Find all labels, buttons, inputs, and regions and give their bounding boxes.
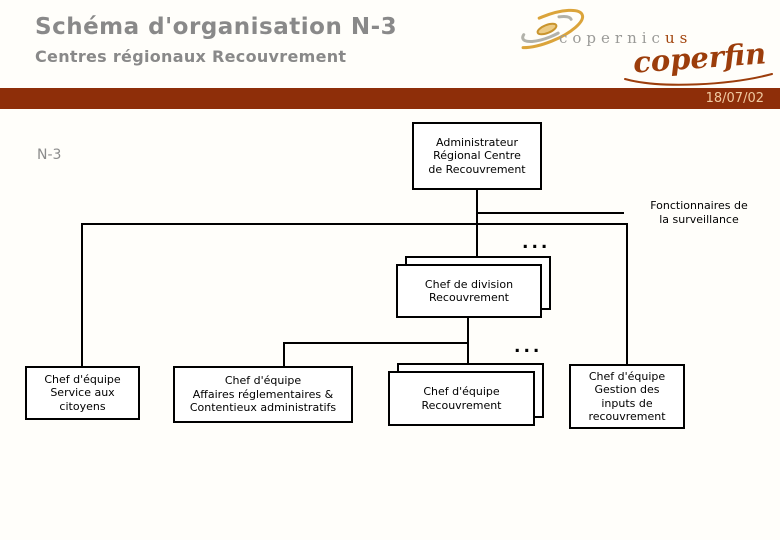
level-label: N-3 xyxy=(37,147,62,163)
connector-right-drop xyxy=(626,223,628,365)
org-node-team-citoyens: Chef d'équipe Service aux citoyens xyxy=(25,366,140,420)
connector-division-drop xyxy=(467,317,469,372)
label-line: la surveillance xyxy=(659,213,739,226)
galaxy-swirl-icon xyxy=(509,8,585,50)
node-line: de Recouvrement xyxy=(428,162,526,176)
node-line: Chef d'équipe xyxy=(44,372,121,386)
copernicus-coperfin-logo: copernicus coperfin xyxy=(495,3,780,87)
node-line: citoyens xyxy=(59,399,106,413)
connector-sub-horizontal xyxy=(283,342,468,344)
node-line: Contentieux administratifs xyxy=(189,401,337,415)
node-line: recouvrement xyxy=(588,410,666,423)
page-title: Schéma d'organisation N-3 xyxy=(35,14,398,40)
node-line: Chef de division xyxy=(424,277,514,291)
node-line: inputs de xyxy=(601,396,653,410)
banner-bar: 18/07/02 xyxy=(0,88,780,109)
node-line: Administrateur xyxy=(436,135,518,149)
label-line: Fonctionnaires de xyxy=(650,199,748,212)
node-line: Affaires réglementaires & xyxy=(192,387,334,401)
node-line: Chef d'équipe xyxy=(588,369,666,383)
connector-mid-drop xyxy=(283,342,285,367)
ellipsis-team-row: ... xyxy=(514,337,543,357)
node-line: Gestion des xyxy=(594,383,660,396)
node-line: Chef d'équipe xyxy=(224,374,302,388)
logo-wordmark-accent: us xyxy=(664,29,693,47)
connector-surveillance-horizontal xyxy=(477,212,624,214)
node-line: Régional Centre xyxy=(433,149,521,163)
org-node-administrateur: Administrateur Régional Centre de Recouv… xyxy=(412,122,542,190)
logo-wordmark-gray: copernic xyxy=(559,29,665,47)
logo-wordmark: copernicus xyxy=(559,29,692,47)
org-label-surveillance: Fonctionnaires de la surveillance xyxy=(628,199,770,227)
page-subtitle: Centres régionaux Recouvrement xyxy=(35,47,347,66)
org-node-team-inputs: Chef d'équipe Gestion des inputs de reco… xyxy=(569,364,685,429)
node-line: Recouvrement xyxy=(421,398,502,412)
date-label: 18/07/02 xyxy=(705,91,764,106)
node-line: Chef d'équipe xyxy=(423,385,500,398)
org-node-team-affaires: Chef d'équipe Affaires réglementaires & … xyxy=(173,366,353,423)
node-line: Recouvrement xyxy=(429,291,509,304)
connector-left-drop xyxy=(81,223,83,366)
node-line: Service aux xyxy=(50,386,115,400)
connector-main-horizontal xyxy=(81,223,627,225)
org-node-team-recouvrement: Chef d'équipe Recouvrement xyxy=(388,371,535,426)
org-node-division: Chef de division Recouvrement xyxy=(396,264,542,318)
logo-flourish-stroke xyxy=(624,73,773,86)
ellipsis-division-row: ... xyxy=(522,233,551,253)
